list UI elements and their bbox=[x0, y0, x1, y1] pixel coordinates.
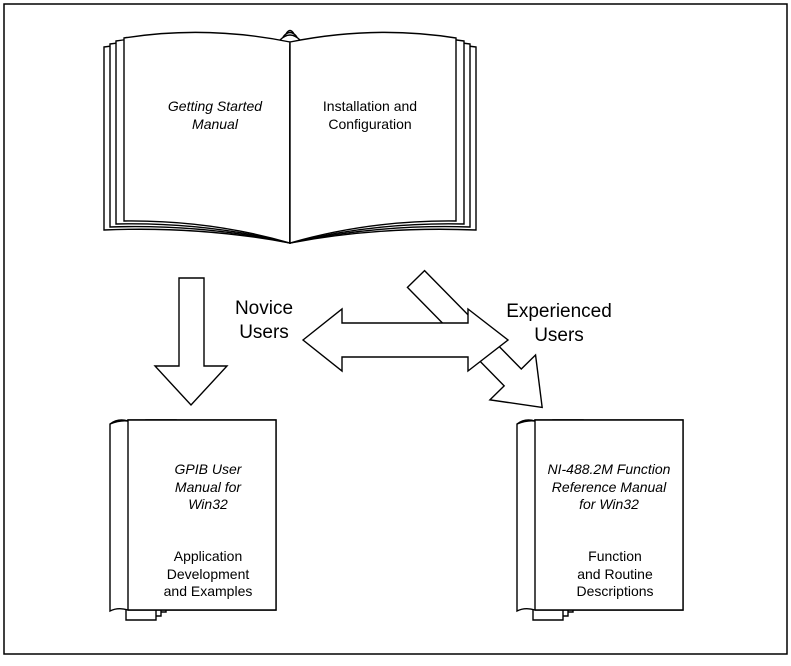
open-book-icon bbox=[103, 29, 477, 244]
novice-path-arrow bbox=[153, 277, 229, 407]
spine-curl bbox=[279, 34, 301, 41]
book-spine bbox=[109, 420, 129, 425]
left-page bbox=[123, 31, 291, 244]
book-front bbox=[534, 419, 684, 611]
book-spine bbox=[516, 420, 536, 425]
function-manual-subtitle: Function and Routine Descriptions bbox=[576, 548, 654, 599]
cross-reference-double-arrow bbox=[301, 307, 510, 373]
getting-started-label: Getting Started Manual bbox=[167, 98, 263, 132]
novice-users-label: Novice Users bbox=[234, 298, 294, 343]
installation-configuration-label: Installation and Configuration bbox=[322, 98, 418, 132]
spine-curl bbox=[282, 31, 298, 38]
experienced-users-label: Experienced Users bbox=[506, 301, 612, 346]
right-page bbox=[289, 31, 457, 244]
spine-curl bbox=[285, 29, 295, 35]
diagram-frame bbox=[3, 3, 788, 655]
function-manual-title: NI-488.2M Function Reference Manual for … bbox=[547, 461, 671, 512]
user-manual-title: GPIB User Manual for Win32 bbox=[174, 461, 242, 512]
user-manual-book-icon bbox=[109, 419, 277, 621]
user-manual-subtitle: Application Development and Examples bbox=[163, 548, 253, 599]
book-front bbox=[127, 419, 277, 611]
function-manual-book-icon bbox=[516, 419, 684, 621]
